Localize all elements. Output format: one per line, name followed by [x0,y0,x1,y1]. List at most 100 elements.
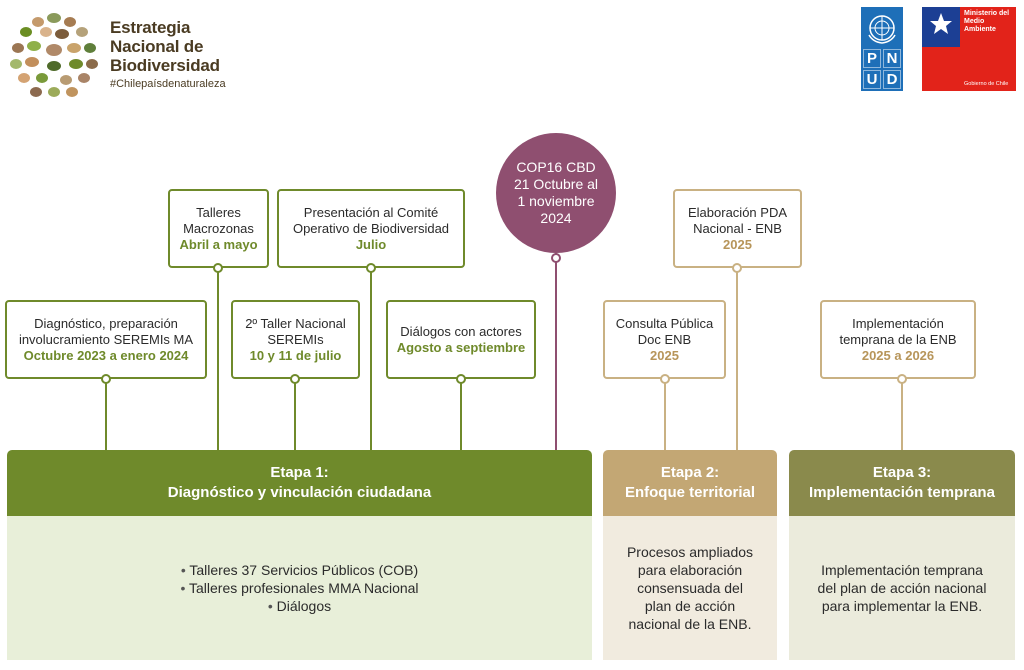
milestone-date: Julio [355,236,387,252]
pnud-letters: P N U D [863,49,901,89]
milestone-line: Implementación [852,315,944,331]
connector-consulta [664,378,666,450]
milestone-date: Agosto a septiembre [396,339,526,355]
milestone-line: SEREMIs [267,331,324,347]
pnud-letter: N [883,49,901,68]
panel-line: Implementación temprana [821,562,983,578]
stage-2-panel: Procesos ampliados para elaboración cons… [603,516,777,660]
milestone-date: Octubre 2023 a enero 2024 [23,347,189,363]
list-item: Diálogos [180,597,418,615]
milestone-date: Abril a mayo [179,236,258,252]
connector-dot [551,253,561,263]
pnud-letter: U [863,70,881,89]
stage-subtitle: Enfoque territorial [624,484,755,501]
stage-title: Etapa 1: [270,464,329,481]
milestone-segundo-taller: 2º Taller Nacional SEREMIs 10 y 11 de ju… [231,300,360,379]
milestone-date: 2025 [650,347,679,363]
stage-3-panel: Implementación temprana del plan de acci… [789,516,1015,660]
panel-line: del plan de acción nacional [817,580,987,596]
connector-dialogos [460,378,462,450]
mma-gobierno: Gobierno de Chile [964,81,1009,87]
milestone-date: 2025 [723,236,752,252]
milestone-line: Presentación al Comité [303,204,439,220]
connector-diagnostico [105,378,107,450]
stage-2-header: Etapa 2: Enfoque territorial [603,450,777,516]
milestone-line: Nacional - ENB [693,220,782,236]
milestone-consulta-publica: Consulta Pública Doc ENB 2025 [603,300,726,379]
panel-line: nacional de la ENB. [628,616,752,632]
stage-3-header: Etapa 3: Implementación temprana [789,450,1015,516]
stage-subtitle: Implementación temprana [809,484,995,501]
connector-dot [897,374,907,384]
panel-line: para implementar la ENB. [821,598,983,614]
milestone-line: involucramiento SEREMIs MA [18,331,194,347]
milestone-talleres-macrozonas: Talleres Macrozonas Abril a mayo [168,189,269,268]
stage-1-list: Talleres 37 Servicios Públicos (COB) Tal… [180,561,419,615]
stage-1-panel: Talleres 37 Servicios Públicos (COB) Tal… [7,516,592,660]
connector-talleres-macro [217,268,219,450]
un-emblem-icon [868,15,896,44]
cop16-line: 1 noviembre [517,193,595,209]
cop16-line: COP16 CBD [516,159,596,175]
cop16-line: 2024 [540,210,572,226]
milestone-line: Diálogos con actores [400,323,522,339]
milestone-date: 10 y 11 de julio [249,347,342,363]
mma-logo: Ministerio del Medio Ambiente Gobierno d… [922,7,1016,91]
milestone-line: temprana de la ENB [839,331,957,347]
stage-title: Etapa 2: [660,464,720,481]
mma-blue-block [922,7,960,47]
connector-segundo-taller [294,378,296,450]
mma-line-2: Medio [964,18,985,25]
milestone-implementacion: Implementación temprana de la ENB 2025 a… [820,300,976,379]
connector-implementacion [901,378,903,450]
milestone-presentacion: Presentación al Comité Operativo de Biod… [277,189,465,268]
panel-line: Procesos ampliados [626,544,754,560]
milestone-diagnostico: Diagnóstico, preparación involucramiento… [5,300,207,379]
brand-title-line-1: Estrategia [110,18,191,37]
panel-line: consensuada del [637,580,743,596]
connector-presentacion [370,268,372,450]
milestone-dialogos: Diálogos con actores Agosto a septiembre [386,300,536,379]
milestone-line: Diagnóstico, preparación [34,315,178,331]
brand-hashtag: #Chilepaísdenaturaleza [110,78,226,90]
connector-dot [366,263,376,273]
chile-emblem-icon [930,13,952,34]
connector-dot [660,374,670,384]
enb-logo-icon [10,13,98,97]
connector-dot [101,374,111,384]
cop16-line: 21 Octubre al [513,176,599,192]
milestone-line: 2º Taller Nacional [245,315,346,331]
milestone-line: Consulta Pública [615,315,714,331]
panel-line: plan de acción [644,598,736,614]
connector-dot [290,374,300,384]
brand-block: Estrategia Nacional de Biodiversidad #Ch… [110,18,226,90]
stage-title: Etapa 3: [872,464,932,481]
milestone-cop16: COP16 CBD 21 Octubre al 1 noviembre 2024 [496,133,616,253]
milestone-elaboracion-pda: Elaboración PDA Nacional - ENB 2025 [673,189,802,268]
brand-title-line-2: Nacional de [110,37,204,56]
connector-dot [213,263,223,273]
pnud-letter: D [883,70,901,89]
milestone-line: Macrozonas [183,220,254,236]
milestone-line: Talleres [196,204,241,220]
stage-subtitle: Diagnóstico y vinculación ciudadana [167,484,432,501]
mma-title: Ministerio del Medio Ambiente [964,10,1009,34]
list-item: Talleres profesionales MMA Nacional [180,579,419,597]
mma-line-3: Ambiente [964,26,996,33]
milestone-line: Doc ENB [637,331,692,347]
stage-1-header: Etapa 1: Diagnóstico y vinculación ciuda… [7,450,592,516]
connector-dot [732,263,742,273]
milestone-date: 2025 a 2026 [861,347,935,363]
connector-elaboracion [736,268,738,450]
list-item: Talleres 37 Servicios Públicos (COB) [180,561,418,579]
mma-line-1: Ministerio del [964,10,1010,17]
milestone-line: Operativo de Biodiversidad [292,220,450,236]
brand-title-line-3: Biodiversidad [110,56,220,75]
mma-red-block: Ministerio del Medio Ambiente Gobierno d… [960,7,1016,91]
mma-red-lower [922,47,960,91]
pnud-letter: P [863,49,881,68]
connector-cop16 [555,253,557,450]
milestone-line: Elaboración PDA [688,204,787,220]
connector-dot [456,374,466,384]
panel-line: para elaboración [637,562,743,578]
